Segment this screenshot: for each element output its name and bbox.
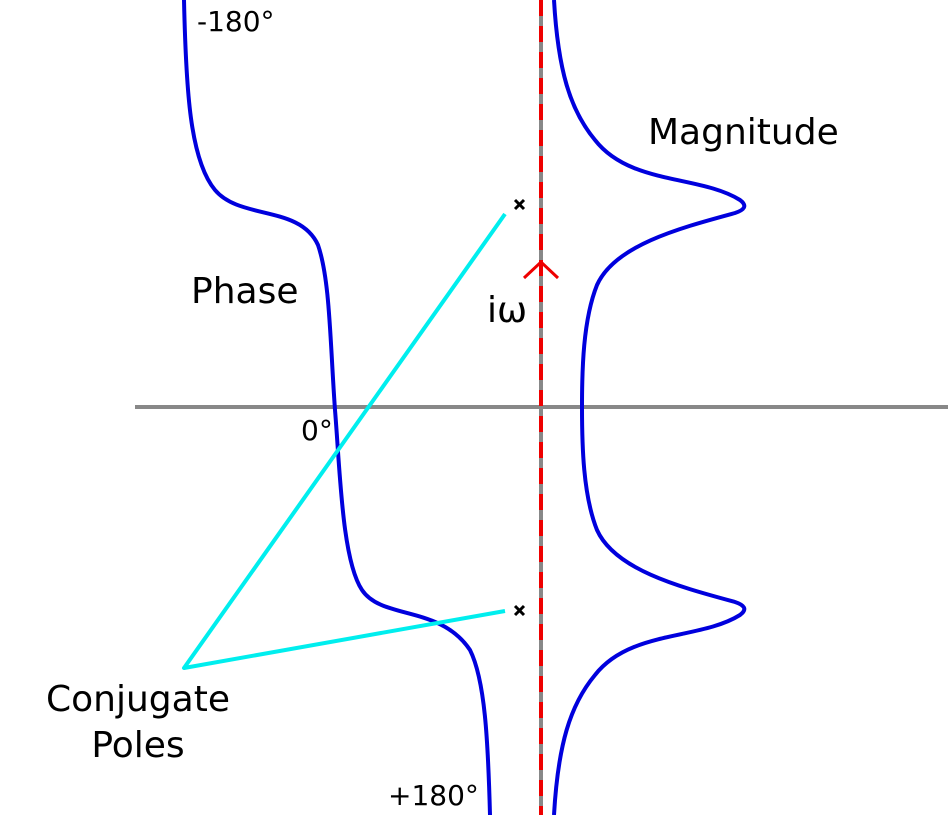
plus-180-label: +180° xyxy=(388,779,479,812)
pole-pointer-lines xyxy=(182,212,507,670)
phase-label: Phase xyxy=(191,271,299,312)
lower-pole-marker-icon xyxy=(513,604,526,617)
i-omega-label: iω xyxy=(487,290,527,331)
direction-arrow-icon xyxy=(522,259,560,280)
magnitude-label: Magnitude xyxy=(648,112,839,153)
magnitude-curve xyxy=(552,0,747,815)
conjugate-label-line2: Poles xyxy=(91,725,184,766)
zero-degree-label: 0° xyxy=(301,414,333,447)
minus-180-label: -180° xyxy=(197,5,275,38)
upper-pole-marker-icon xyxy=(513,198,526,211)
conjugate-label-line1: Conjugate xyxy=(46,679,230,720)
phase-curve xyxy=(182,0,492,815)
